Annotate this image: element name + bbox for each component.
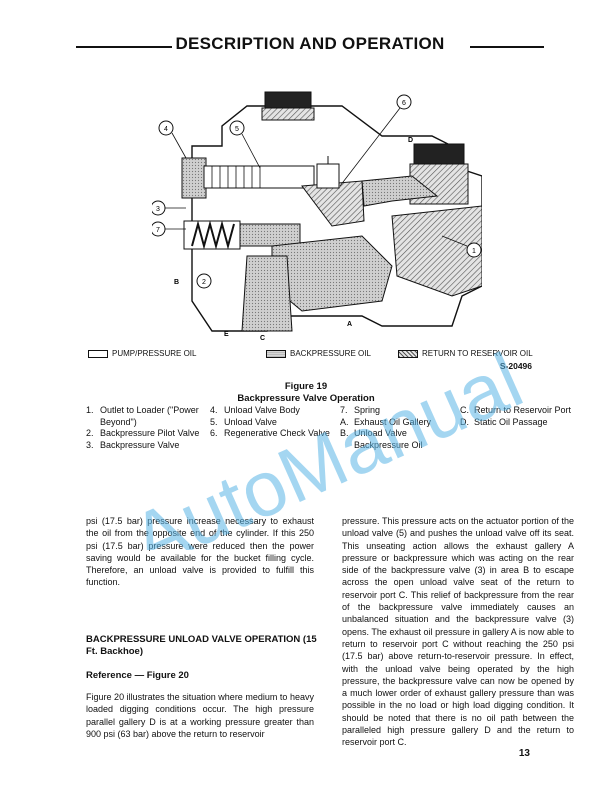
- legend-item-backpressure: BACKPRESSURE OIL: [266, 349, 371, 358]
- key-item: D.Static Oil Passage: [460, 416, 548, 427]
- key-item: 4.Unload Valve Body: [210, 405, 300, 415]
- callout-4: 4: [164, 126, 168, 133]
- body-column-1-top: psi (17.5 bar) pressure increase necessa…: [86, 515, 314, 589]
- callout-5: 5: [235, 126, 239, 133]
- page-number: 13: [518, 748, 530, 759]
- reference-line: Reference — Figure 20: [86, 670, 189, 681]
- legend-item-return: RETURN TO RESERVOIR OIL: [398, 349, 533, 358]
- legend-label: RETURN TO RESERVOIR OIL: [422, 349, 533, 358]
- legend-swatch-plain: [88, 349, 108, 358]
- header-rule-right: [470, 46, 544, 48]
- key-column-2: 4.Unload Valve Body 5.Unload Valve 6.Reg…: [210, 405, 330, 440]
- key-column-3: 7.Spring A.Exhaust Oil Gallery B.Unload …: [340, 405, 456, 451]
- callout-7: 7: [156, 227, 160, 234]
- valve-cutaway-illustration: 4 5 6 3 7 2 1 D B A C E: [152, 91, 482, 342]
- section-heading: BACKPRESSURE UNLOAD VALVE OPERATION (15 …: [86, 634, 317, 657]
- figure-code: S-20496: [499, 361, 532, 371]
- letter-A: A: [347, 321, 352, 328]
- key-item: A.Exhaust Oil Gallery: [340, 416, 432, 427]
- key-item: C.Return to Reservoir Port: [460, 405, 572, 415]
- page-title: DESCRIPTION AND OPERATION: [172, 34, 448, 53]
- letter-C: C: [260, 335, 265, 342]
- figure-legend: PUMP/PRESSURE OIL BACKPRESSURE OIL RETUR…: [88, 349, 558, 363]
- legend-label: PUMP/PRESSURE OIL: [112, 349, 197, 358]
- key-item: 7.Spring: [340, 405, 381, 415]
- key-item: 1.Outlet to Loader ("Power Beyond"): [86, 405, 199, 427]
- paragraph: psi (17.5 bar) pressure increase necessa…: [86, 516, 314, 588]
- legend-item-pump: PUMP/PRESSURE OIL: [88, 349, 196, 358]
- header-rule-left: [76, 46, 180, 48]
- key-column-1: 1.Outlet to Loader ("Power Beyond") 2.Ba…: [86, 405, 206, 451]
- page-header: DESCRIPTION AND OPERATION: [76, 34, 544, 58]
- figure-title: Backpressure Valve Operation: [237, 393, 375, 404]
- letter-B: B: [174, 279, 179, 286]
- key-item: 5.Unload Valve: [210, 416, 277, 427]
- key-item: 3.Backpressure Valve: [86, 439, 180, 450]
- callout-1: 1: [472, 248, 476, 255]
- callout-2: 2: [202, 279, 206, 286]
- legend-label: BACKPRESSURE OIL: [290, 349, 371, 358]
- body-column-1-bottom: Figure 20 illustrates the situation wher…: [86, 691, 314, 740]
- body-column-2: pressure. This pressure acts on the actu…: [342, 515, 574, 749]
- key-item: 6.Regenerative Check Valve: [210, 428, 330, 438]
- key-item: B.Unload Valve Backpressure Oil: [340, 428, 423, 450]
- key-item: 2.Backpressure Pilot Valve: [86, 428, 200, 438]
- key-column-4: C.Return to Reservoir Port D.Static Oil …: [460, 405, 576, 428]
- figure-caption: Figure 19 Backpressure Valve Operation: [0, 381, 612, 405]
- callout-3: 3: [156, 206, 160, 213]
- paragraph: pressure. This pressure acts on the actu…: [342, 516, 574, 748]
- figure-number: Figure 19: [284, 381, 328, 392]
- letter-D: D: [408, 137, 413, 144]
- legend-swatch-dots: [266, 349, 286, 358]
- legend-swatch-hatch: [398, 349, 418, 358]
- callout-6: 6: [402, 100, 406, 107]
- paragraph: Figure 20 illustrates the situation wher…: [86, 692, 314, 739]
- letter-E: E: [224, 331, 229, 338]
